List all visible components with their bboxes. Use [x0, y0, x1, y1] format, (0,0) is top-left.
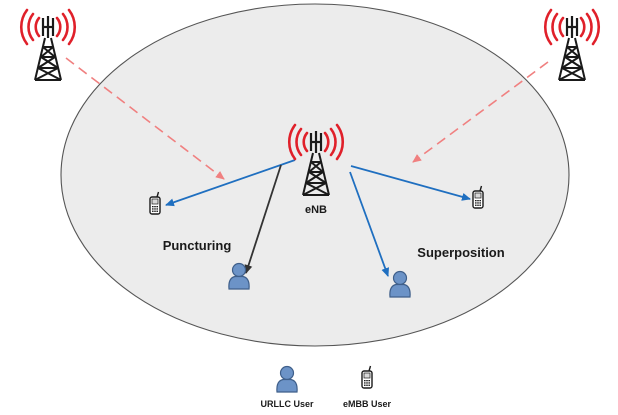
puncturing-label: Puncturing: [163, 238, 232, 253]
legend-urllc-icon: [276, 365, 298, 393]
interference-link-right: [412, 61, 549, 163]
enb-label: eNB: [305, 204, 327, 216]
legend-embb-label: eMBB User: [343, 399, 392, 409]
embb-link-left: [165, 159, 296, 207]
embb-link-right: [350, 165, 471, 201]
superposition-label: Superposition: [417, 245, 504, 260]
interference-link-left: [65, 57, 225, 180]
legend: URLLC User eMBB User: [260, 365, 392, 409]
urllc-link-left: [244, 164, 282, 274]
neighbour-tower-left-icon: [19, 8, 77, 82]
urllc-link-right: [349, 171, 390, 277]
legend-urllc-label: URLLC User: [260, 399, 314, 409]
neighbour-tower-right-icon: [543, 8, 601, 82]
legend-embb-icon: [361, 365, 373, 389]
